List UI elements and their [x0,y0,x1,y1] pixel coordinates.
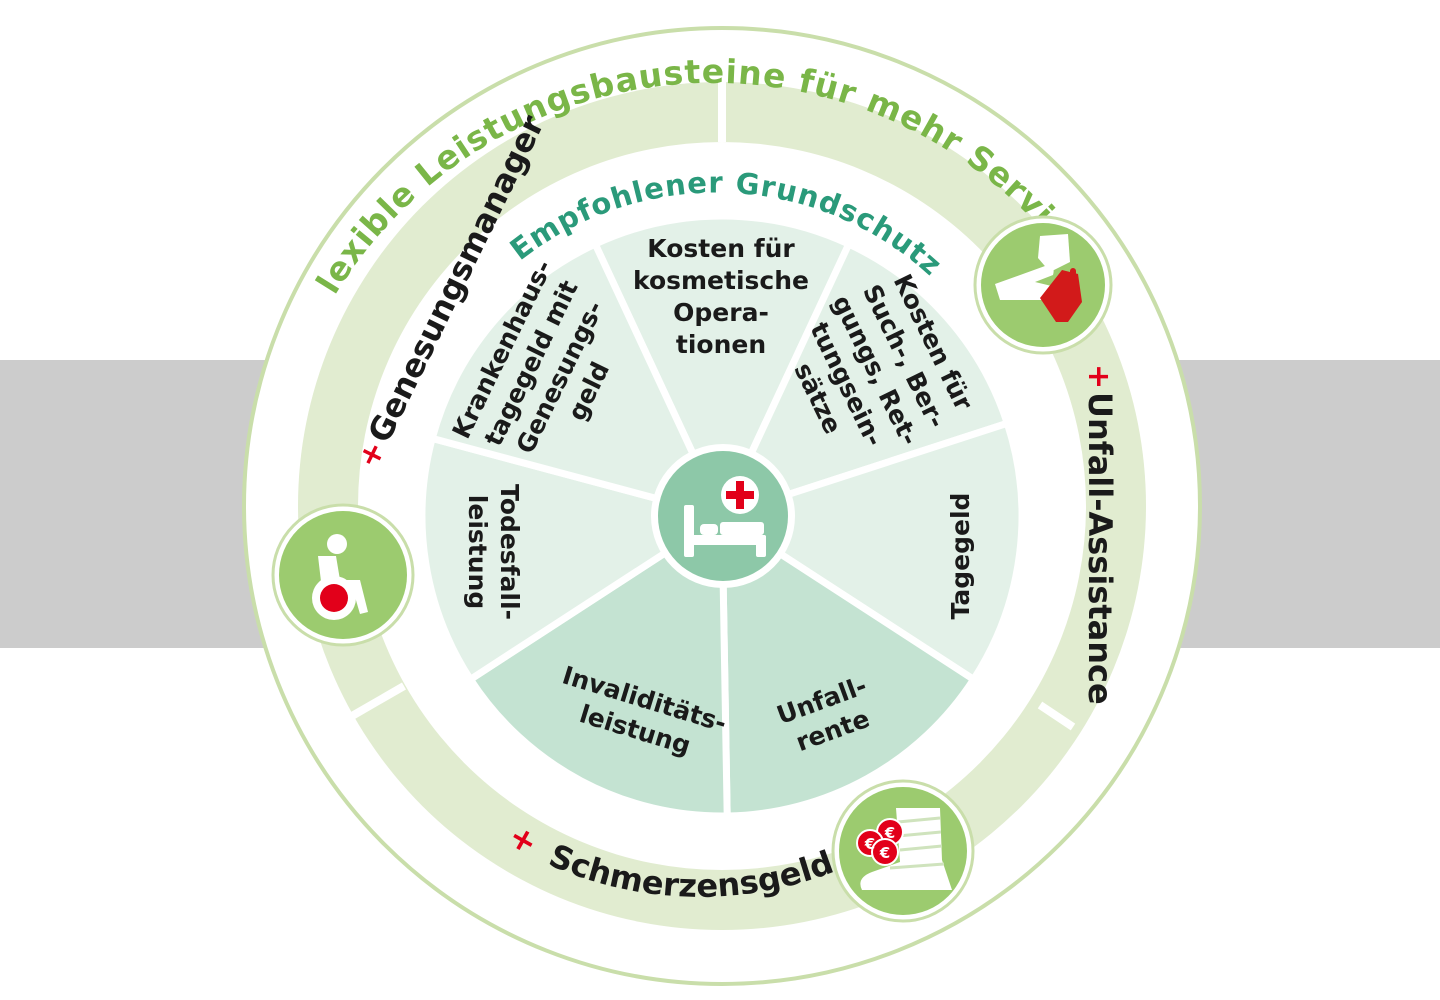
bandaged-foot-euro-icon: € € € [831,779,975,923]
svg-text:€: € [884,824,895,842]
segment-label-todesfallleistung: Todesfall-leistung [463,484,524,620]
segment-label-line: Tagegeld [946,493,975,620]
wheelchair-icon [271,503,415,647]
segment-label-tagegeld: Tagegeld [946,493,975,620]
addon-plus: + [1081,364,1116,389]
background-band-right [1170,360,1440,648]
segment-label-line: leistung [463,495,492,609]
grundschutz-segments [418,212,1026,820]
segment-tagegeld [713,418,1026,685]
addon-unfall-assistance: + Unfall-Assistance [1081,364,1119,705]
background-band-left [0,360,280,648]
outer-ring-separator [1037,701,1076,731]
segment-kosmetische-operationen [590,212,854,525]
hospital-bed-icon [658,451,788,581]
segment-krankenhaustagegeld [427,239,729,522]
segment-such-bergungs-rettungseinsaetze [715,239,1012,522]
helping-hands-icon [973,215,1113,355]
outer-ring-separator [350,682,406,720]
segment-label-line: kosmetische [633,266,809,295]
segment-label-line: Kosten für [647,234,795,263]
segment-label-line: tionen [676,330,766,359]
segment-label-line: Opera- [673,298,769,327]
segment-label-line: Todesfall- [495,484,524,620]
svg-text:€: € [879,844,890,862]
segment-unfallrente [718,509,979,820]
svg-text:€: € [864,835,875,853]
addon-label: Unfall-Assistance [1081,392,1119,705]
segment-invaliditaetsleistung [465,509,731,820]
